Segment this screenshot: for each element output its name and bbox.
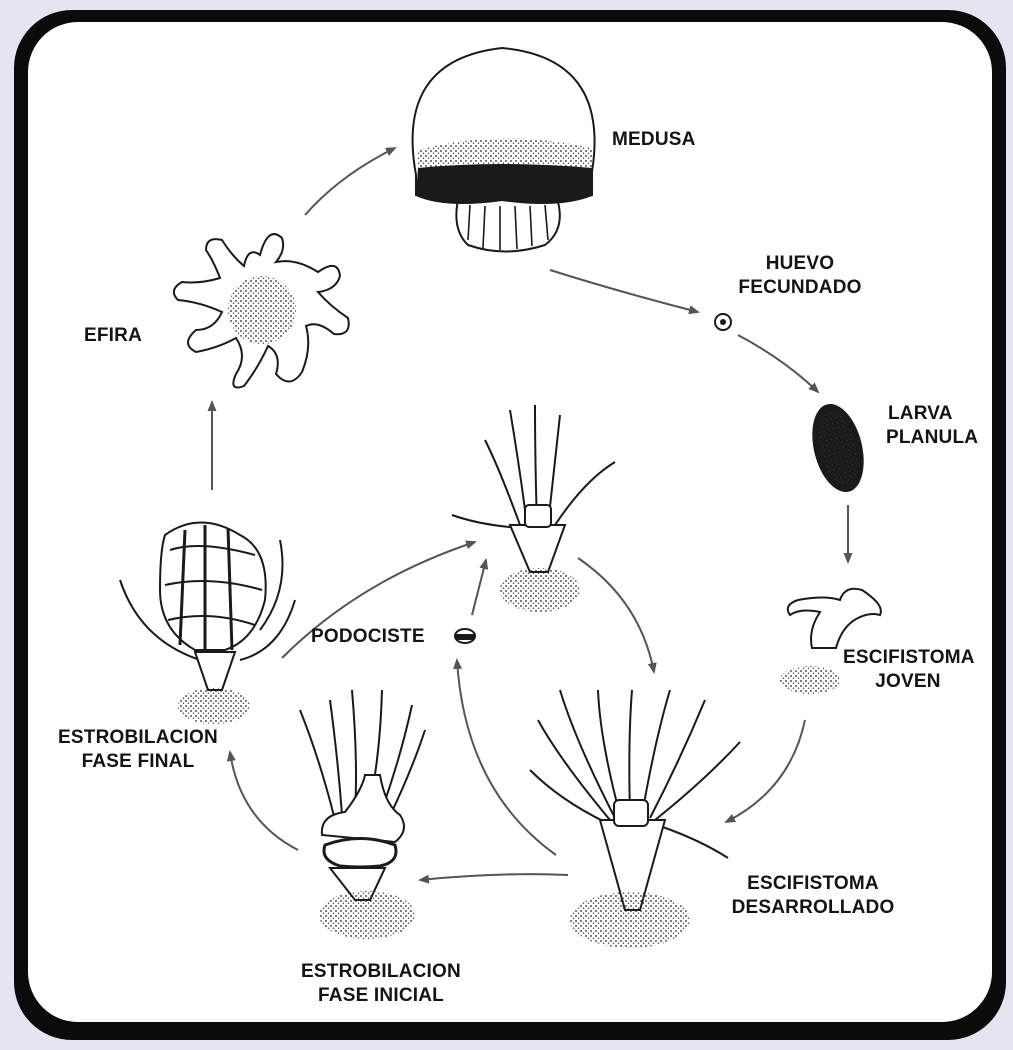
strobilation-early-illustration [300, 690, 425, 939]
arrow-young-polyp-to-desarrollado [578, 558, 654, 672]
label-medusa: MEDUSA [612, 128, 696, 152]
arrow-desarrollado-to-podociste [457, 660, 556, 855]
arrow-efira-to-medusa [305, 148, 395, 215]
label-escifistoma-joven: ESCIFISTOMA JOVEN [843, 646, 973, 694]
arrow-inicial-to-final [230, 752, 298, 850]
label-desarrollado-line2: DESARROLLADO [718, 896, 908, 920]
label-larva-line1: LARVA [886, 402, 978, 426]
label-huevo-fecundado: HUEVO FECUNDADO [725, 252, 875, 300]
label-escifistoma-desarrollado: ESCIFISTOMA DESARROLLADO [718, 872, 908, 920]
label-final-line2: FASE FINAL [38, 750, 238, 774]
label-larva-planula: LARVA PLANULA [886, 402, 978, 450]
arrow-desarrollado-to-inicial [420, 874, 568, 880]
label-inicial-line1: ESTROBILACION [276, 960, 486, 984]
label-final-line1: ESTROBILACION [38, 726, 238, 750]
label-estrobilacion-final: ESTROBILACION FASE FINAL [38, 726, 238, 774]
arrow-huevo-to-larva [738, 335, 818, 392]
label-inicial-line2: FASE INICIAL [276, 984, 486, 1008]
arrow-podociste-to-young-polyp [472, 560, 486, 615]
label-podociste: PODOCISTE [311, 625, 425, 649]
label-larva-line2: PLANULA [886, 426, 978, 450]
developed-scyphistoma-illustration [530, 690, 740, 948]
label-huevo-line1: HUEVO [725, 252, 875, 276]
ephyra-illustration [174, 234, 349, 387]
label-joven-line1: ESCIFISTOMA [843, 646, 973, 670]
egg-illustration [715, 314, 731, 330]
polyp-illustration [452, 405, 615, 612]
arrow-joven-to-desarrollado [726, 720, 805, 822]
podocyst-illustration [455, 629, 475, 643]
label-efira: EFIRA [84, 324, 142, 348]
arrow-medusa-to-huevo [550, 270, 698, 312]
label-joven-line2: JOVEN [843, 670, 973, 694]
larva-illustration [804, 399, 872, 498]
strobilation-late-illustration [120, 523, 295, 725]
label-desarrollado-line1: ESCIFISTOMA [718, 872, 908, 896]
label-estrobilacion-inicial: ESTROBILACION FASE INICIAL [276, 960, 486, 1008]
label-huevo-line2: FECUNDADO [725, 276, 875, 300]
medusa-illustration [413, 48, 595, 252]
